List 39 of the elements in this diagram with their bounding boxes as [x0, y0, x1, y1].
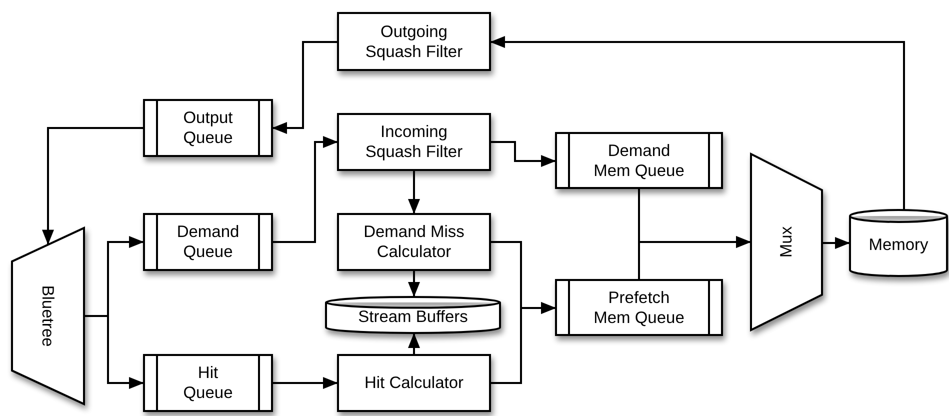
arrow	[272, 377, 338, 389]
mux-trapezoid	[751, 154, 822, 330]
arrow	[822, 237, 850, 249]
storage-cylinder	[850, 210, 947, 276]
arrow	[490, 141, 556, 167]
arrow	[638, 236, 751, 280]
process-box	[338, 13, 490, 70]
arrow	[84, 315, 144, 389]
process-box	[338, 114, 490, 170]
arrow	[272, 41, 338, 134]
arrow	[408, 333, 420, 355]
node-label: Demand Mem Queue	[592, 140, 686, 180]
node-label: Outgoing Squash Filter	[364, 22, 464, 62]
node-label: Incoming Squash Filter	[364, 122, 464, 162]
queue-box	[556, 133, 722, 188]
node-label: Demand Queue	[176, 222, 240, 262]
arrow	[408, 170, 420, 214]
queue-box	[144, 100, 272, 156]
process-box	[338, 214, 490, 270]
arrow	[42, 127, 144, 245]
node-label: Prefetch Mem Queue	[592, 288, 686, 328]
arrow	[490, 36, 905, 210]
process-box	[338, 355, 490, 411]
queue-box	[556, 280, 722, 335]
network-trapezoid	[12, 228, 84, 404]
arrow	[272, 136, 338, 243]
queue-box	[144, 355, 272, 411]
node-label: Demand Miss Calculator	[362, 222, 466, 262]
arrow	[408, 270, 420, 297]
node-label: Stream Buffers	[358, 307, 468, 327]
node-label: Hit Queue	[182, 363, 234, 403]
storage-cylinder	[326, 297, 500, 333]
node-label: Output Queue	[182, 108, 234, 148]
arrow	[490, 302, 556, 384]
node-label: Memory	[868, 235, 928, 255]
node-label: Bluetree	[38, 285, 58, 347]
queue-box	[144, 214, 272, 270]
node-label: Mux	[776, 226, 796, 258]
node-label: Hit Calculator	[364, 373, 464, 393]
